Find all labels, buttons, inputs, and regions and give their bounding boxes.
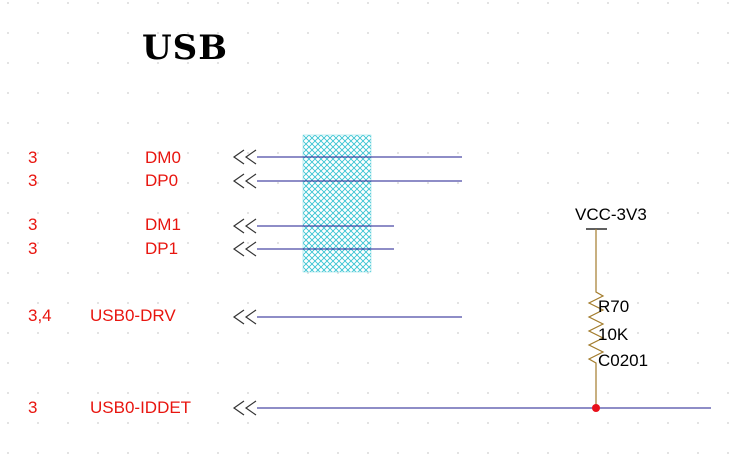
off-sheet-connector-icon <box>232 309 257 325</box>
net-row-usb0-drv[interactable]: 3,4 USB0-DRV <box>28 306 462 325</box>
power-symbol-vcc[interactable]: VCC-3V3 <box>575 205 647 287</box>
net-label: DM1 <box>145 215 181 234</box>
hatched-region <box>302 134 372 273</box>
resistor-value: 10K <box>598 325 629 344</box>
net-label: DP1 <box>145 239 178 258</box>
net-row-dm0[interactable]: 3 DM0 <box>28 148 462 167</box>
sheet-title: USB <box>142 28 228 68</box>
sheet-ref: 3,4 <box>28 306 52 325</box>
net-row-dm1[interactable]: 3 DM1 <box>28 215 394 234</box>
junction-dot <box>592 404 600 412</box>
off-sheet-connector-icon <box>232 218 257 234</box>
sheet-ref: 3 <box>28 171 37 190</box>
sheet-ref: 3 <box>28 148 37 167</box>
net-label: DP0 <box>145 171 178 190</box>
resistor-footprint: C0201 <box>598 351 648 370</box>
net-row-dp0[interactable]: 3 DP0 <box>28 171 462 190</box>
off-sheet-connector-icon <box>232 173 257 189</box>
net-label: USB0-DRV <box>90 306 176 325</box>
resistor-designator: R70 <box>598 297 629 316</box>
resistor-zigzag-icon <box>587 287 605 370</box>
net-row-usb0-iddet[interactable]: 3 USB0-IDDET <box>28 398 711 417</box>
off-sheet-connector-icon <box>232 400 257 416</box>
sheet-ref: 3 <box>28 239 37 258</box>
net-row-dp1[interactable]: 3 DP1 <box>28 239 394 258</box>
power-label: VCC-3V3 <box>575 205 647 224</box>
sheet-ref: 3 <box>28 215 37 234</box>
off-sheet-connector-icon <box>232 149 257 165</box>
resistor-r70[interactable]: R70 10K C0201 <box>587 287 648 408</box>
off-sheet-connector-icon <box>232 241 257 257</box>
sheet-ref: 3 <box>28 398 37 417</box>
net-label: DM0 <box>145 148 181 167</box>
net-label: USB0-IDDET <box>90 398 191 417</box>
